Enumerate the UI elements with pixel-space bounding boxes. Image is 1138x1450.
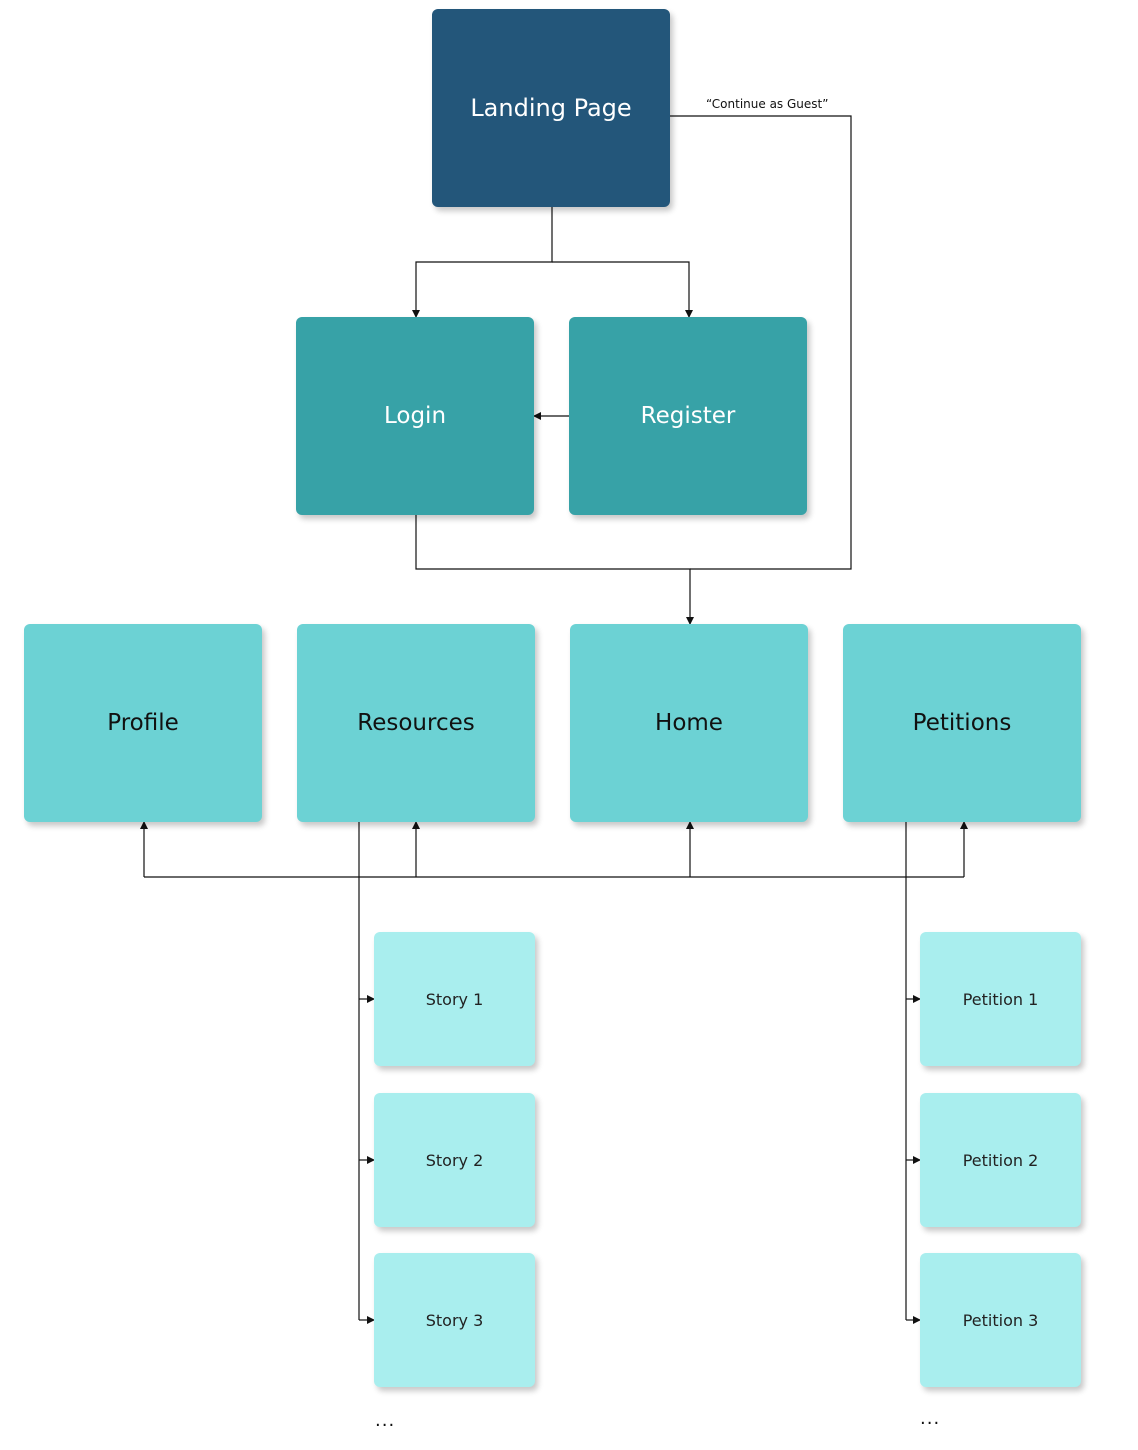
home-label: Home [655,710,723,736]
resources-label: Resources [357,710,475,736]
story-3-label: Story 3 [425,1310,484,1330]
landing-page-node[interactable]: Landing Page [432,9,670,207]
profile-node[interactable]: Profile [24,624,262,822]
resources-node[interactable]: Resources [297,624,535,822]
landing-page-label: Landing Page [470,94,632,122]
more-stories-ellipsis: ... [375,1410,396,1431]
petition-1-node[interactable]: Petition 1 [920,932,1081,1066]
petitions-node[interactable]: Petitions [843,624,1081,822]
login-node[interactable]: Login [296,317,534,515]
petition-3-node[interactable]: Petition 3 [920,1253,1081,1387]
edge-landing-to-register [552,261,693,318]
login-label: Login [383,403,447,429]
petition-2-label: Petition 2 [962,1150,1039,1170]
story-1-label: Story 1 [425,989,484,1009]
home-node[interactable]: Home [570,624,808,822]
petition-3-label: Petition 3 [962,1310,1039,1330]
register-node[interactable]: Register [569,317,807,515]
continue-as-guest-label: “Continue as Guest” [706,97,829,111]
story-2-label: Story 2 [425,1150,484,1170]
petition-2-node[interactable]: Petition 2 [920,1093,1081,1227]
register-label: Register [640,403,736,429]
edge-login-to-home [415,515,694,625]
petition-1-label: Petition 1 [962,989,1039,1009]
petitions-label: Petitions [912,710,1012,736]
profile-label: Profile [107,710,179,736]
edge-landing-to-login [412,207,553,318]
edge-guest-to-home [670,115,852,570]
story-3-node[interactable]: Story 3 [374,1253,535,1387]
story-2-node[interactable]: Story 2 [374,1093,535,1227]
story-1-node[interactable]: Story 1 [374,932,535,1066]
more-petitions-ellipsis: ... [920,1408,941,1429]
